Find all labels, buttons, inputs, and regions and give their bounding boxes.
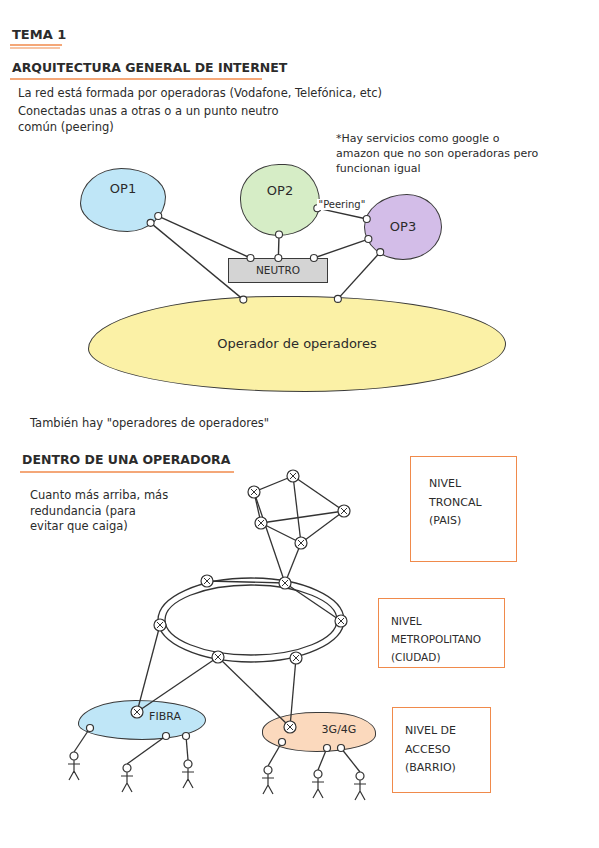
router-node — [201, 575, 213, 587]
node-text: NEUTRO — [256, 264, 300, 278]
network-link — [254, 492, 261, 523]
note-text: Cuanto más arriba, más redundancia (para… — [30, 488, 170, 535]
router-node — [248, 486, 260, 498]
router-node — [255, 517, 267, 529]
title-underline — [10, 47, 60, 48]
user-figure — [68, 752, 80, 780]
router-node — [287, 470, 299, 482]
router-cross — [134, 473, 347, 730]
connector-line — [158, 216, 250, 258]
level-box: NIVEL DE ACCESO (BARRIO) — [392, 707, 491, 793]
metro-ring — [165, 585, 337, 655]
network-link — [261, 523, 301, 543]
router-node — [338, 505, 350, 517]
user-figure — [182, 760, 194, 788]
router-node — [335, 615, 347, 627]
operator-blob: OP1 — [80, 168, 166, 232]
access-link — [186, 736, 188, 760]
node-text: NIVEL TRONCAL (PAIS) — [429, 475, 510, 531]
node-text: OP3 — [390, 219, 416, 236]
network-link — [254, 476, 293, 492]
access-blob: FIBRA — [78, 700, 206, 740]
connector-line — [317, 208, 366, 219]
edge-label: "Peering" — [317, 199, 368, 210]
router-node — [295, 537, 307, 549]
user-figure — [262, 766, 274, 794]
user-figure — [121, 764, 133, 792]
heading-underline — [10, 78, 262, 80]
node-text: NIVEL METROPOLITANO (CIUDAD) — [391, 613, 498, 667]
side-note: *Hay servicios como google o amazon que … — [336, 132, 546, 177]
metro-ring — [158, 578, 344, 662]
section-heading: ARQUITECTURA GENERAL DE INTERNET — [12, 60, 312, 77]
router-node — [279, 577, 291, 589]
router-node — [154, 619, 166, 631]
neutral-point-box: NEUTRO — [228, 258, 328, 283]
network-link — [293, 476, 344, 511]
network-link — [293, 476, 301, 543]
node-text: 3G/4G — [322, 723, 357, 737]
note-text: También hay "operadores de operadores" — [30, 416, 390, 432]
carrier-blob: Operador de operadores — [88, 296, 506, 392]
note-text: La red está formada por operadoras (Voda… — [18, 86, 438, 102]
operator-blob: OP2 — [240, 164, 320, 236]
router-node — [212, 651, 224, 663]
network-link — [301, 511, 344, 543]
network-link — [254, 492, 285, 583]
node-text: Operador de operadores — [217, 336, 376, 353]
operator-blob: OP3 — [364, 194, 442, 260]
level-box: NIVEL METROPOLITANO (CIUDAD) — [378, 598, 505, 668]
node-text: OP2 — [267, 183, 293, 200]
note-text: Conectadas unas a otras o a un punto neu… — [18, 104, 318, 135]
connector-line — [278, 235, 280, 258]
access-link — [127, 736, 166, 764]
node-text: FIBRA — [149, 710, 181, 724]
connector-line — [338, 252, 380, 299]
node-text: OP1 — [110, 181, 136, 198]
access-link — [341, 748, 360, 772]
page-title: TEMA 1 — [12, 26, 66, 44]
node-text: NIVEL DE ACCESO (BARRIO) — [405, 722, 484, 778]
user-figure — [354, 772, 366, 800]
network-link — [137, 625, 160, 712]
network-link — [261, 511, 344, 523]
connector-line — [314, 239, 368, 258]
access-blob: 3G/4G — [262, 712, 376, 752]
heading-underline — [20, 471, 234, 473]
network-link — [207, 581, 285, 583]
title-underline — [10, 44, 62, 46]
section-heading: DENTRO DE UNA OPERADORA — [22, 452, 302, 469]
network-link — [285, 583, 341, 621]
router-node — [290, 652, 302, 664]
network-link — [285, 543, 301, 583]
user-figure — [312, 770, 324, 798]
level-box: NIVEL TRONCAL (PAIS) — [410, 456, 517, 562]
